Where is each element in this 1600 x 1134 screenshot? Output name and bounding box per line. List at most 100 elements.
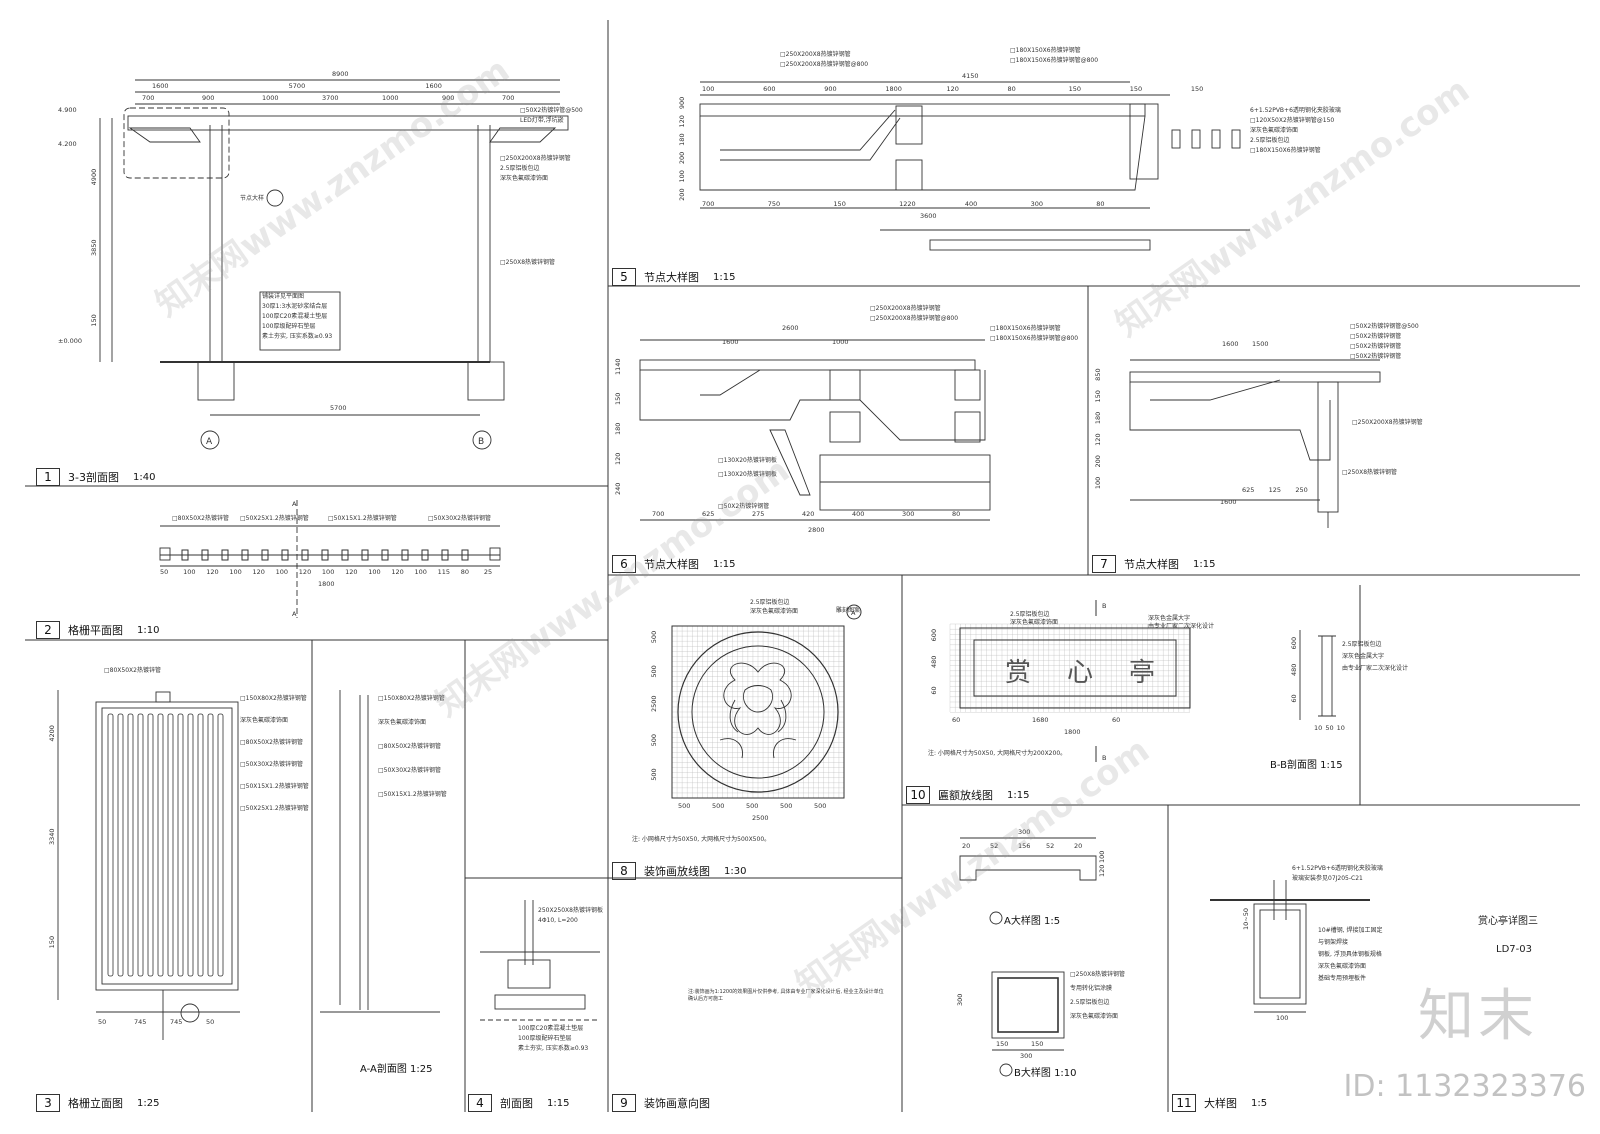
grille-elevation-slats	[107, 713, 224, 977]
grille-bar	[157, 713, 164, 977]
panel-name: 3-3剖面图	[68, 471, 119, 484]
dim-label: 1500	[1252, 340, 1269, 348]
a-detail-name: A大样图	[1004, 916, 1041, 927]
grille-slat	[281, 549, 289, 561]
panel-scale: 1:10	[137, 624, 160, 636]
annotation-note: 10#槽钢, 焊接加工固定	[1318, 926, 1382, 934]
annotation-note: □130X20热镀锌钢板	[718, 470, 777, 478]
dim-label: 275	[752, 510, 764, 518]
annotation-note: 深灰色氟碳漆饰面	[1250, 126, 1298, 134]
annotation-note: □80X50X2热镀锌管	[172, 514, 229, 522]
b-detail-drawing	[991, 971, 1065, 1077]
panel-name: 节点大样图	[644, 271, 699, 284]
dim-label: 2800	[808, 526, 825, 534]
dim-label: 500	[650, 665, 658, 677]
dim-label: 900	[442, 94, 454, 102]
dim-label: 150	[1191, 85, 1203, 93]
sheet-title: 赏心亭详图三	[1478, 916, 1538, 927]
panel-6-title: 6 节点大样图 1:15	[612, 555, 735, 573]
annotation-note: 100厚C20素混凝土垫层	[518, 1024, 583, 1032]
detail11-drawing	[1210, 880, 1370, 1013]
annotation-note: □250X200X8热镀锌钢管	[780, 50, 851, 58]
aa-section-name: A-A剖面图	[360, 1064, 407, 1075]
annotation-note: □50X2热镀锌管@500	[520, 106, 583, 114]
dim-label: 10	[1337, 724, 1345, 732]
dim-label: 900	[202, 94, 214, 102]
annotation-note: □50X25X1.2热镀锌钢管	[240, 804, 309, 812]
grille-slat	[221, 549, 229, 561]
dim-label: 150	[996, 1040, 1008, 1048]
panel-1-title: 1 3-3剖面图 1:40	[36, 468, 155, 486]
floor-note: 素土夯实, 压实系数≥0.93	[262, 332, 332, 340]
dim-label: 200	[678, 152, 686, 164]
annotation-note: 深灰色金属大字	[1342, 652, 1384, 660]
node7-drawing	[1129, 359, 1381, 528]
annotation-note: □180X150X6热镀锌钢管	[990, 324, 1061, 332]
dim-label: 500	[746, 802, 758, 810]
dim-label: 20	[962, 842, 970, 850]
annotation-note: 100厚级配碎石垫层	[518, 1034, 571, 1042]
dim-label: 120	[345, 568, 357, 576]
b-detail-scale: 1:10	[1054, 1068, 1077, 1079]
dim-label: 420	[802, 510, 814, 518]
dim-label: 80	[1096, 200, 1104, 208]
grille-slat	[461, 549, 469, 561]
dim-label: 50	[98, 1018, 106, 1026]
panel-name: 大样图	[1204, 1097, 1237, 1110]
annotation-note: □50X30X2热镀锌钢管	[428, 514, 491, 522]
annotation-note: □50X15X1.2热镀锌钢管	[328, 514, 397, 522]
annotation-note: □120X50X2热镀锌钢管@150	[1250, 116, 1334, 124]
annotation-note: □80X50X2热镀锌钢管	[378, 742, 441, 750]
annotation-note: □250X200X8热镀锌钢管	[870, 304, 941, 312]
dim-label: 50	[206, 1018, 214, 1026]
dim-label: 120	[678, 115, 686, 127]
annotation-note: □50X30X2热镀锌钢管	[240, 760, 303, 768]
grille-bar	[207, 713, 214, 977]
annotation-note: □180X150X6热镀锌钢管	[1010, 46, 1081, 54]
dim-label: 700	[502, 94, 514, 102]
dim-label: 120	[1094, 433, 1102, 445]
dim-label: 180	[678, 133, 686, 145]
annotation-note: □50X25X1.2热镀锌钢管	[240, 514, 309, 522]
annotation-note: 基础专用预埋板件	[1318, 974, 1366, 982]
dim-label: 300	[1031, 200, 1043, 208]
dim-label: 600	[930, 629, 938, 641]
panel-scale: 1:25	[137, 1097, 160, 1109]
dim-label: 120	[253, 568, 265, 576]
annotation-note: 2.5厚铝板包边	[500, 164, 540, 172]
watermark-id: ID: 1132323376	[1343, 1069, 1586, 1104]
dim-label: 100	[678, 170, 686, 182]
dim-label: 1800	[885, 85, 902, 93]
dim-label: 100	[1276, 1014, 1288, 1022]
dim-label: 625	[702, 510, 714, 518]
b-detail-name: B大样图	[1014, 1068, 1051, 1079]
axis-label: A	[206, 437, 213, 447]
annotation-note: 由专业厂家二次深化设计	[1342, 664, 1408, 672]
grille-bar	[177, 713, 184, 977]
dim-label: 1600	[425, 82, 442, 90]
dim-label: 52	[1046, 842, 1054, 850]
plaque-char-1: 赏	[1005, 658, 1032, 688]
dim-label: 100	[229, 568, 241, 576]
dim-label: 745	[170, 1018, 182, 1026]
floor-note: 铺装详见平面图	[262, 292, 304, 300]
panel-number: 2	[36, 621, 60, 639]
dim-label: 700	[702, 200, 714, 208]
dim-label: 100	[276, 568, 288, 576]
dim-label: 3850	[90, 239, 98, 256]
panel-11-title: 11 大样图 1:5	[1172, 1094, 1267, 1112]
a-detail-drawing	[959, 837, 1097, 925]
panel-number: 10	[906, 786, 930, 804]
panel-name: 装饰画意向图	[644, 1097, 710, 1110]
annotation-note: □50X15X1.2热镀锌钢管	[240, 782, 309, 790]
dim-label: 120	[299, 568, 311, 576]
grille-bar	[127, 713, 134, 977]
dim-label: 150	[833, 200, 845, 208]
panel-name: 匾额放线图	[938, 789, 993, 802]
floor-note: 100厚级配碎石垫层	[262, 322, 315, 330]
aa-section-title: A-A剖面图 1:25	[360, 1060, 433, 1075]
annotation-note: □80X50X2热镀锌管	[104, 666, 161, 674]
panel-9-title: 9 装饰画意向图	[612, 1094, 724, 1112]
